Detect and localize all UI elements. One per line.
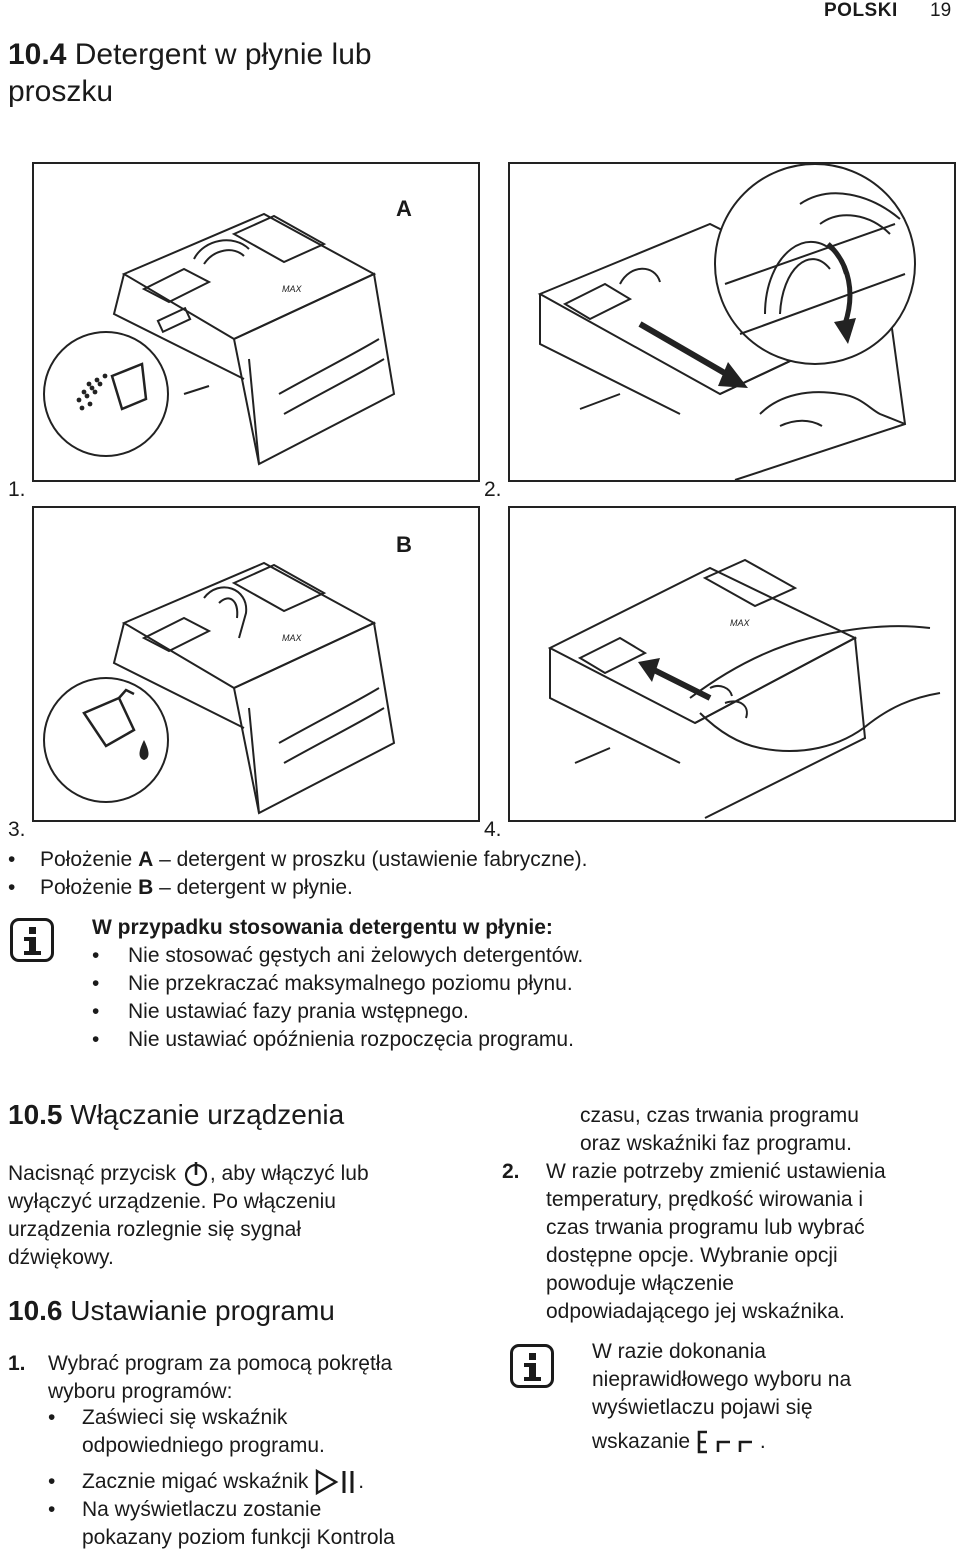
error-info-line: nieprawidłowego wyboru na	[592, 1368, 852, 1391]
error-info-line: wyświetlaczu pojawi się	[592, 1396, 813, 1419]
max-mark-4: MAX	[730, 618, 751, 628]
step2-line: czas trwania programu lub wybrać	[546, 1216, 865, 1239]
bullet-dot: •	[8, 848, 16, 871]
step1-bullet-cont: pokazany poziom funkcji Kontrola	[82, 1526, 395, 1549]
err-display-icon	[697, 1431, 752, 1454]
step2-line: dostępne opcje. Wybranie opcji	[546, 1244, 838, 1267]
position-key: A	[138, 848, 154, 871]
step-number-2: 2.	[502, 1160, 520, 1183]
step2-line: odpowiadającego jej wskaźnika.	[546, 1300, 845, 1323]
start-pause-icon	[316, 1469, 354, 1496]
info-icon	[510, 1344, 554, 1388]
section-number: 10.6	[8, 1295, 63, 1326]
power-instruction-line: dźwiękowy.	[8, 1246, 114, 1269]
info-title: W przypadku stosowania detergentu w płyn…	[92, 916, 553, 939]
figure-letter-a: A	[396, 196, 412, 221]
power-instruction-line: wyłączyć urządzenie. Po włączeniu	[8, 1190, 336, 1213]
info-icon	[10, 918, 54, 962]
figure-panel-3: MAX	[32, 506, 480, 822]
drawer-illustration-liquid: MAX	[43, 561, 396, 815]
figure-panel-2	[508, 162, 956, 482]
position-key: B	[138, 876, 154, 899]
power-icon	[184, 1162, 207, 1187]
drawer-illustration-removal	[537, 164, 916, 480]
figure-label-2: 2.	[484, 478, 502, 501]
figure-label-4: 4.	[484, 818, 502, 841]
power-instruction-line: urządzenia rozlegnie się sygnał	[8, 1218, 302, 1241]
figure-label-1: 1.	[8, 478, 26, 501]
step1-line: wyboru programów:	[48, 1380, 233, 1403]
section-title: Włączanie urządzenia	[70, 1099, 345, 1130]
section-heading-10-4: 10.4 Detergent w płynie lub proszku	[8, 36, 448, 110]
section-title: Ustawianie programu	[70, 1295, 335, 1326]
step2-line: W razie potrzeby zmienić ustawienia	[546, 1160, 886, 1183]
error-info-line: W razie dokonania	[592, 1340, 766, 1363]
figure-label-3: 3.	[8, 818, 26, 841]
bullet-dot: •	[8, 876, 16, 899]
continued-line: oraz wskaźniki faz programu.	[580, 1132, 852, 1155]
section-title: Detergent w płynie lub proszku	[8, 38, 372, 108]
drawer-illustration-powder: MAX	[43, 212, 396, 466]
drawer-illustration-insert: MAX	[547, 558, 941, 819]
figure-panel-1: MAX	[32, 162, 480, 482]
power-instruction-line1: Nacisnąć przycisk , aby włączyć lub	[8, 1160, 369, 1188]
max-mark-3: MAX	[282, 633, 303, 643]
section-heading-10-5: 10.5 Włączanie urządzenia	[8, 1098, 344, 1132]
step2-line: temperatury, prędkość wirowania i	[546, 1188, 864, 1211]
continued-line: czasu, czas trwania programu	[580, 1104, 859, 1127]
section-heading-10-6: 10.6 Ustawianie programu	[8, 1294, 335, 1328]
figure-panel-4: MAX	[508, 506, 956, 822]
step1-bullet-cont: odpowiedniego programu.	[82, 1434, 325, 1457]
page-number: 19	[930, 0, 952, 21]
language-label: POLSKI	[824, 0, 898, 21]
section-number: 10.5	[8, 1099, 63, 1130]
step2-line: powoduje włączenie	[546, 1272, 734, 1295]
max-mark-1: MAX	[282, 284, 303, 294]
error-info-line: wskazanie .	[592, 1428, 766, 1456]
figure-letter-b: B	[396, 532, 412, 557]
step-number-1: 1.	[8, 1352, 26, 1375]
section-number: 10.4	[8, 38, 67, 71]
step1-line: Wybrać program za pomocą pokrętła	[48, 1352, 393, 1375]
